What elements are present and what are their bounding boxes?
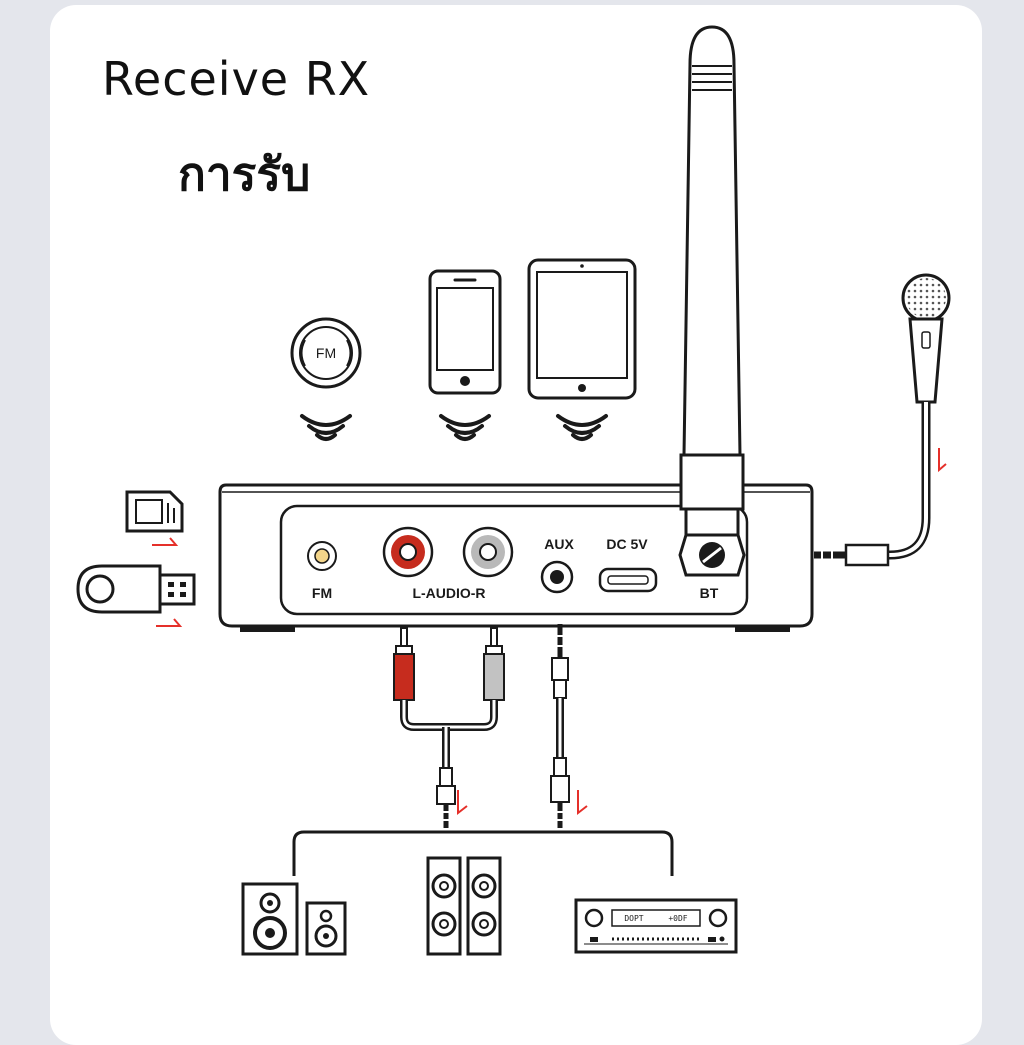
audio-right-port: [462, 526, 514, 578]
sd-card-icon: [125, 490, 184, 533]
usb-drive-icon: [76, 564, 196, 614]
bluetooth-antenna: [678, 25, 746, 577]
dc-5v-port: [598, 567, 658, 593]
aux-port: [540, 560, 574, 594]
aux-cable: [550, 624, 570, 828]
dc-port-label: DC 5V: [606, 536, 648, 552]
amplifier-icon: DOPT +0DF: [574, 898, 738, 954]
bt-port-label: BT: [700, 585, 719, 601]
audio-port-label: L-AUDIO-R: [412, 585, 485, 601]
tower-speakers-icon: [426, 856, 502, 956]
aux-output-arrow-icon: [577, 790, 588, 816]
mic-signal-arrow-icon: [938, 448, 947, 473]
bookshelf-speakers-icon: [241, 882, 347, 956]
fm-badge-label: FM: [316, 345, 336, 361]
title-english: Receive RX: [102, 52, 371, 106]
tablet-icon: [527, 258, 637, 400]
smartphone-icon: [428, 269, 502, 395]
fm-port-label: FM: [312, 585, 332, 601]
amp-display-left: DOPT: [624, 914, 643, 923]
amp-display-right: +0DF: [668, 914, 687, 923]
rca-output-arrow-icon: [457, 790, 468, 816]
rca-cable: [393, 627, 505, 828]
audio-left-port: [382, 526, 434, 578]
fm-radio-icon: FM: [290, 317, 362, 389]
output-bracket: [292, 830, 674, 876]
fm-port: [307, 541, 337, 571]
title-thai: การรับ: [178, 147, 311, 201]
fm-signal-icon: [300, 414, 352, 441]
connection-diagram: FM: [76, 25, 951, 956]
microphone-icon: [814, 273, 951, 567]
aux-port-label: AUX: [544, 536, 574, 552]
usb-insert-arrow-icon: [156, 618, 183, 627]
tablet-signal-icon: [556, 414, 608, 441]
phone-signal-icon: [439, 414, 491, 441]
sd-insert-arrow-icon: [152, 537, 179, 546]
